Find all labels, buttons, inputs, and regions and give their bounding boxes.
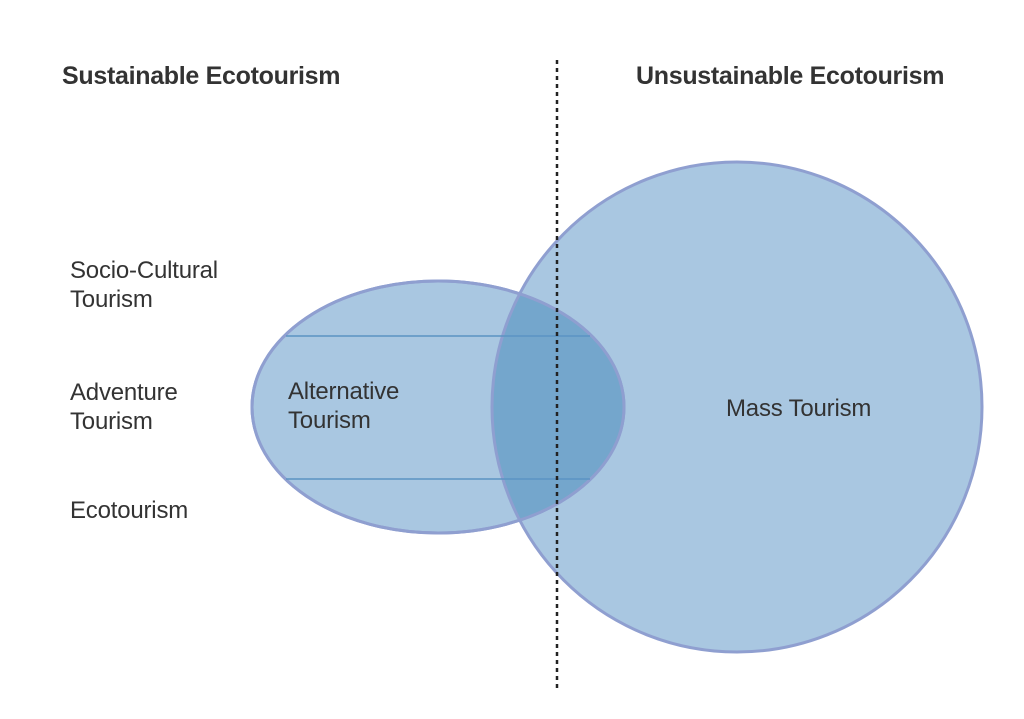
socio-cultural-line-2: Tourism bbox=[70, 286, 153, 313]
socio-cultural-line-1: Socio-Cultural bbox=[70, 257, 218, 284]
alternative-tourism-outline bbox=[250, 279, 626, 535]
sustainable-heading: Sustainable Ecotourism bbox=[62, 62, 341, 90]
alternative-line-2: Tourism bbox=[288, 407, 371, 434]
unsustainable-heading: Unsustainable Ecotourism bbox=[636, 62, 945, 90]
mass-tourism-outline bbox=[490, 281, 624, 533]
alternative-tourism-label: Alternative Tourism bbox=[288, 377, 399, 435]
adventure-line-2: Tourism bbox=[70, 408, 153, 435]
ecotourism-label: Ecotourism bbox=[70, 496, 188, 525]
adventure-label: Adventure Tourism bbox=[70, 378, 178, 436]
mass-tourism-label: Mass Tourism bbox=[726, 395, 872, 422]
socio-cultural-label: Socio-Cultural Tourism bbox=[70, 256, 218, 314]
alternative-line-1: Alternative bbox=[288, 378, 400, 405]
adventure-line-1: Adventure bbox=[70, 379, 178, 406]
ecotourism-line-1: Ecotourism bbox=[70, 497, 189, 524]
